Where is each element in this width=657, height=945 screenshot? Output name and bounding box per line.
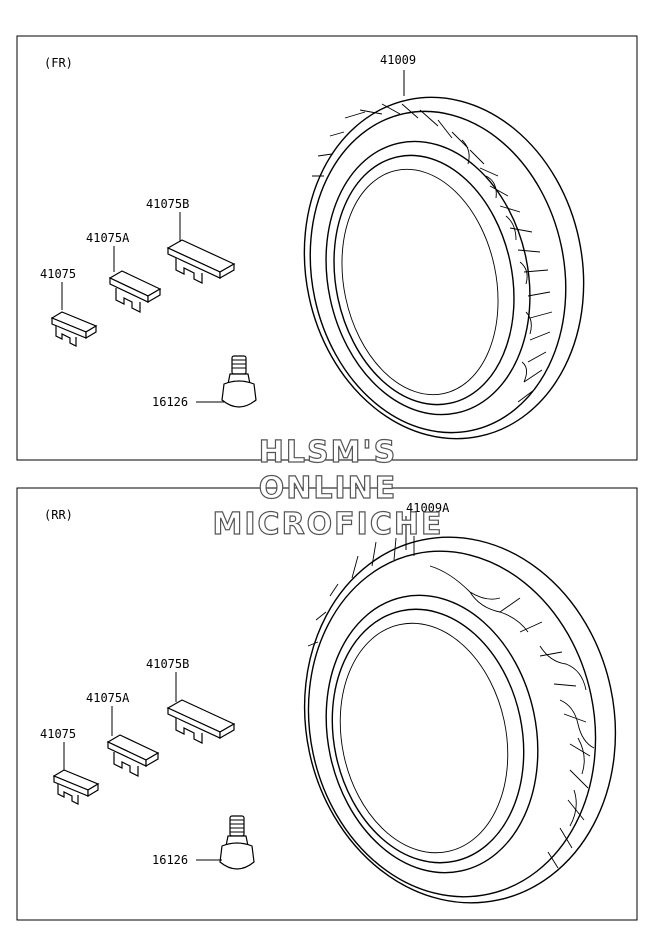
- rear-panel: (RR) 41009A: [16, 487, 649, 932]
- front-panel: (FR) 41009 41075B: [16, 35, 638, 465]
- front-weight-b-label: 41075B: [146, 197, 189, 211]
- front-weight-a-label: 41075A: [86, 231, 130, 245]
- front-weight-41075[interactable]: [50, 311, 98, 347]
- watermark-line-2: ONLINE: [259, 471, 398, 506]
- front-weight-41075a[interactable]: [108, 270, 162, 313]
- rear-weight-41075b[interactable]: [166, 699, 236, 744]
- rear-weight-a-label: 41075A: [86, 691, 130, 705]
- watermark-line-3: MICROFICHE: [213, 507, 444, 542]
- rear-weight-41075a[interactable]: [106, 734, 160, 777]
- rear-weight-b-label: 41075B: [146, 657, 189, 671]
- rear-panel-frame: [16, 487, 638, 921]
- watermark: HLSM'S ONLINE MICROFICHE: [212, 434, 444, 542]
- front-weight-label: 41075: [40, 267, 76, 281]
- rear-tread-pattern: [307, 536, 595, 869]
- rear-weight-41075[interactable]: [52, 769, 100, 805]
- front-panel-frame: [16, 35, 638, 461]
- rear-valve-16126[interactable]: [219, 815, 255, 870]
- front-tread-pattern: [312, 103, 553, 403]
- front-tire-41009[interactable]: [273, 71, 614, 465]
- rear-weight-label: 41075: [40, 727, 76, 741]
- front-tire-label: 41009: [380, 53, 416, 67]
- watermark-line-1: HLSM'S: [259, 435, 397, 470]
- rear-tire-41009a[interactable]: [271, 508, 649, 932]
- front-valve-label: 16126: [152, 395, 188, 409]
- front-weight-41075b[interactable]: [166, 239, 236, 284]
- front-section-label: (FR): [44, 56, 73, 70]
- rear-section-label: (RR): [44, 508, 73, 522]
- rear-tire-label: 41009A: [406, 501, 450, 515]
- rear-valve-label: 16126: [152, 853, 188, 867]
- front-valve-16126[interactable]: [221, 355, 257, 408]
